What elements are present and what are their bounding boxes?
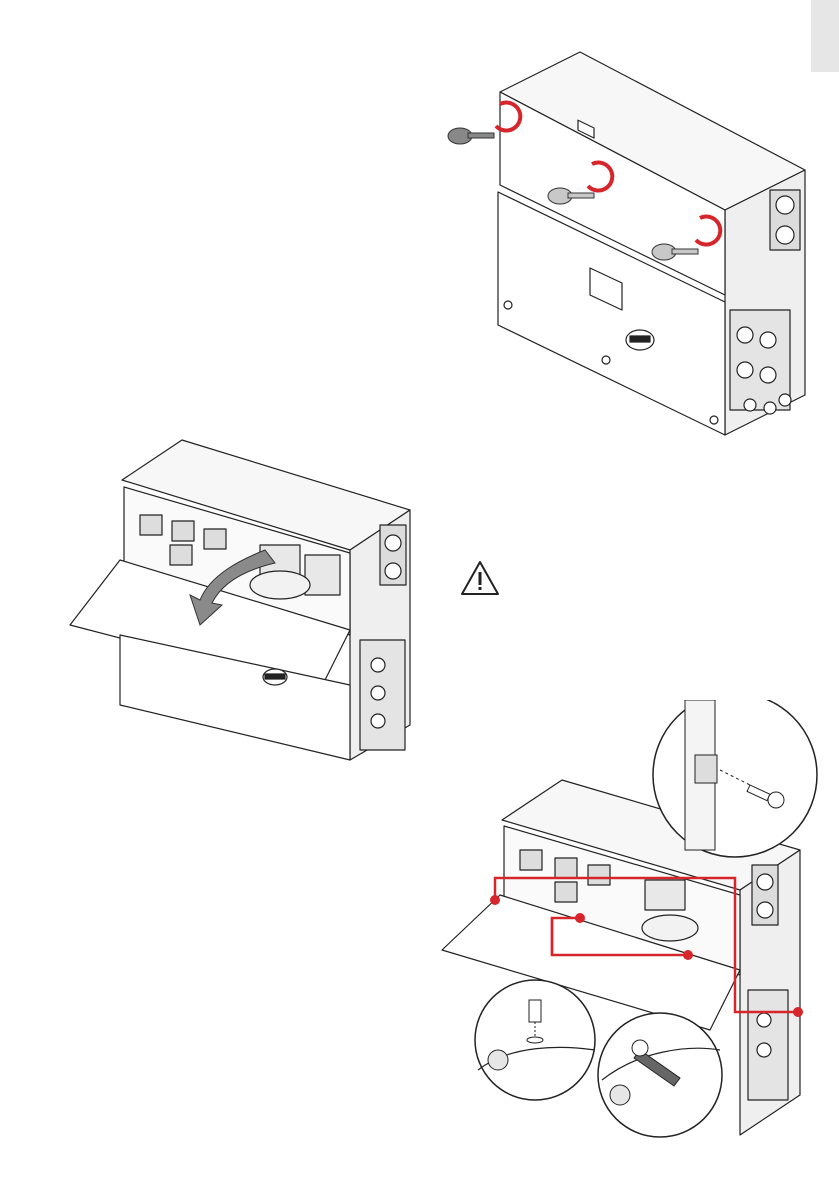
warning-symbol <box>460 560 500 596</box>
cover-open-figure <box>60 425 440 770</box>
callout-dot-icon <box>488 1050 508 1070</box>
grounding-detail-figure <box>430 700 839 1140</box>
cover-unlock-figure <box>430 40 830 460</box>
